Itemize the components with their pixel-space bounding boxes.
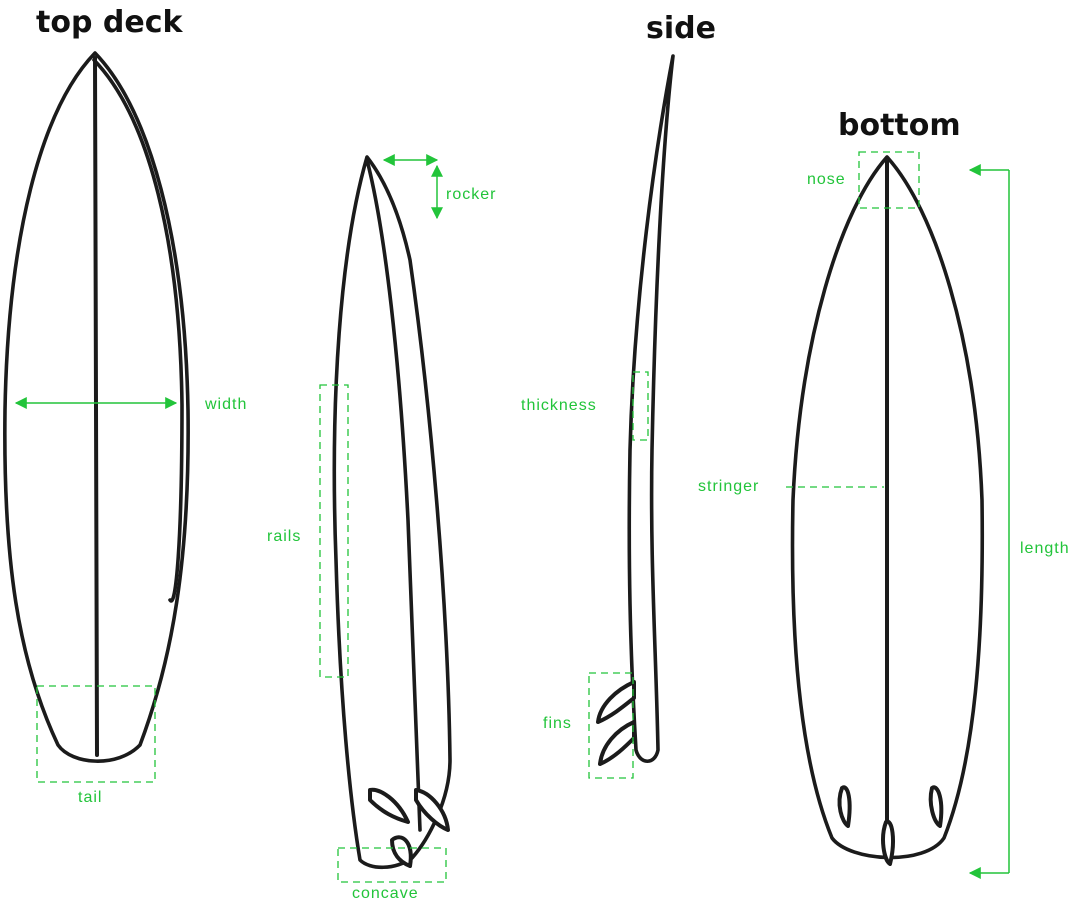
tail-label: tail <box>78 789 102 806</box>
perspective-fin-right <box>414 788 450 832</box>
top-deck-stringer-line <box>93 56 99 757</box>
perspective-fin-center <box>390 835 413 868</box>
bottom-fin-right <box>928 785 944 828</box>
side-board-outline <box>627 54 675 764</box>
perspective-fin-left <box>368 787 410 824</box>
thickness-label: thickness <box>521 397 597 414</box>
bottom-fin-center <box>881 819 895 866</box>
length-label: length <box>1020 540 1070 557</box>
rails-label: rails <box>267 528 301 545</box>
thickness-highlight-box <box>632 371 649 441</box>
perspective-board-outline <box>332 155 452 870</box>
width-label: width <box>204 396 247 413</box>
fins-highlight-box <box>588 672 634 779</box>
concave-highlight-box <box>337 847 447 883</box>
stringer-label: stringer <box>698 478 759 495</box>
side-view: side thickness fins <box>521 11 716 779</box>
top-deck-rail-sketch <box>92 58 184 603</box>
side-fin-lower <box>598 720 636 766</box>
perspective-inner-rail <box>365 158 422 832</box>
perspective-view: rocker rails concave <box>267 154 496 902</box>
fins-label: fins <box>543 715 572 732</box>
top-deck-view: top deck width tail <box>3 5 247 806</box>
nose-label: nose <box>807 171 846 188</box>
top-deck-board-outline <box>3 51 190 763</box>
rocker-label: rocker <box>446 186 496 203</box>
concave-label: concave <box>352 885 419 902</box>
bottom-title: bottom <box>838 108 961 143</box>
nose-highlight-box <box>858 151 920 209</box>
side-fin-upper <box>596 680 636 724</box>
bottom-view: bottom nose stringer length <box>698 108 1070 879</box>
bottom-fin-left <box>837 785 852 828</box>
top-deck-title: top deck <box>36 5 183 40</box>
side-title: side <box>646 11 716 46</box>
rails-highlight-box <box>319 384 349 678</box>
